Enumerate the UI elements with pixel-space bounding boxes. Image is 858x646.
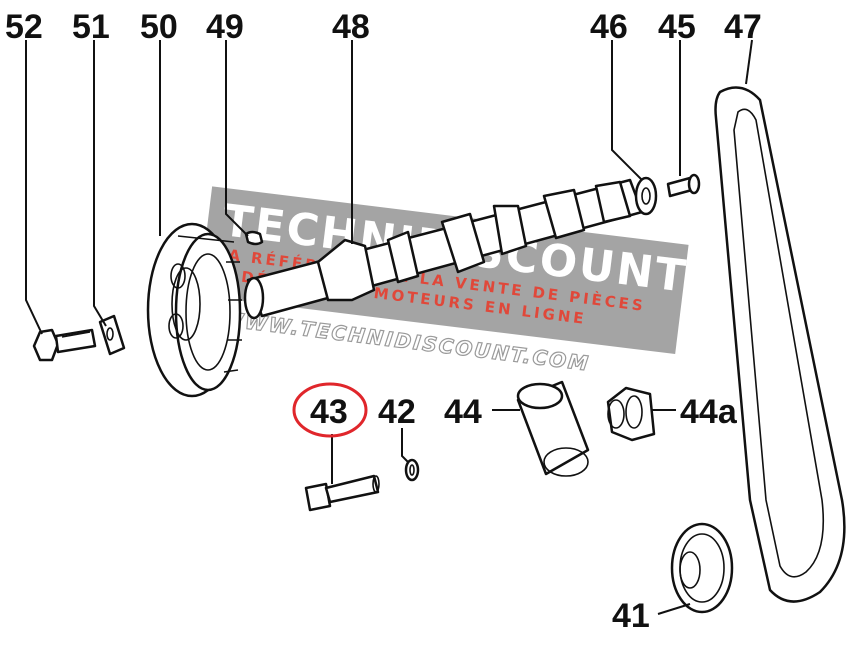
leader-41 — [657, 603, 691, 615]
leader-52 — [25, 40, 43, 335]
label-43: 43 — [310, 393, 348, 431]
label-41: 41 — [612, 597, 650, 635]
part-49-key — [244, 230, 264, 246]
part-45-screw — [666, 173, 701, 198]
part-50-camshaft-gear — [146, 222, 242, 398]
part-52-bolt — [32, 328, 97, 362]
label-51: 51 — [72, 8, 110, 46]
label-42: 42 — [378, 393, 416, 431]
label-44: 44 — [444, 393, 482, 431]
leader-lines — [25, 39, 753, 615]
part-44-tensioner-roller — [516, 380, 590, 477]
part-44a-eccentric — [606, 386, 656, 442]
part-42-washer — [404, 458, 420, 482]
leader-46 — [611, 40, 643, 181]
leader-49 — [225, 40, 249, 237]
part-48-camshaft — [243, 178, 644, 320]
label-46: 46 — [590, 8, 628, 46]
part-46-washer — [634, 176, 658, 216]
part-41-crankshaft-pulley — [670, 522, 734, 614]
leader-51 — [93, 40, 107, 327]
label-45: 45 — [658, 8, 696, 46]
highlight-circle-43 — [292, 382, 368, 438]
label-47: 47 — [724, 8, 762, 46]
label-44a: 44a — [680, 393, 738, 431]
label-52: 52 — [5, 8, 43, 46]
leader-47 — [745, 39, 753, 85]
part-labels: 52 51 50 49 48 46 45 47 43 42 44 44a 41 — [5, 8, 762, 635]
watermark-band — [198, 186, 689, 355]
leader-42 — [401, 428, 409, 463]
label-49: 49 — [206, 8, 244, 46]
label-48: 48 — [332, 8, 370, 46]
part-43-bolt — [304, 474, 380, 512]
part-47-timing-belt — [714, 86, 846, 603]
label-50: 50 — [140, 8, 178, 46]
